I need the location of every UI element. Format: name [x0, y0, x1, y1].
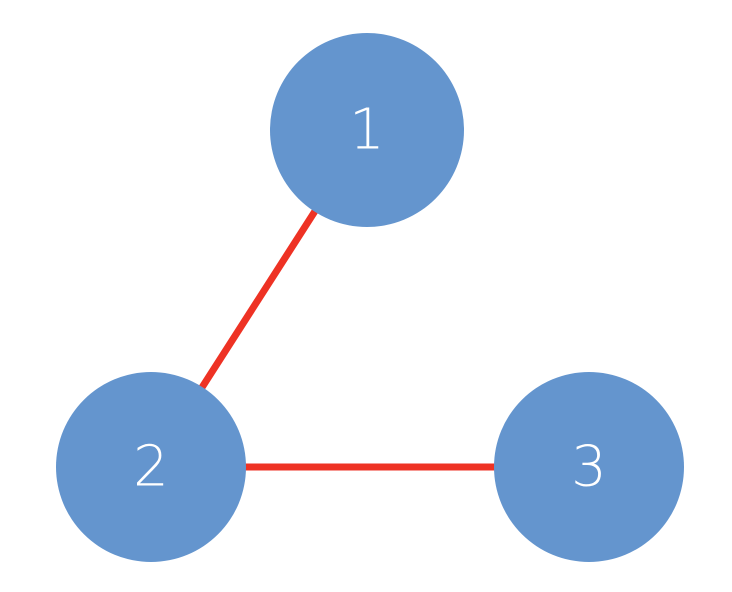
node-1-label: 1: [349, 98, 385, 163]
node-1-circle[interactable]: [270, 33, 464, 227]
node-1[interactable]: 1: [270, 33, 464, 227]
node-2-circle[interactable]: [56, 372, 246, 562]
node-3-label: 3: [571, 435, 607, 500]
node-2[interactable]: 2: [56, 372, 246, 562]
node-layer: 1 2 3: [56, 33, 684, 562]
node-3[interactable]: 3: [494, 372, 684, 562]
node-3-circle[interactable]: [494, 372, 684, 562]
node-2-label: 2: [133, 435, 169, 500]
